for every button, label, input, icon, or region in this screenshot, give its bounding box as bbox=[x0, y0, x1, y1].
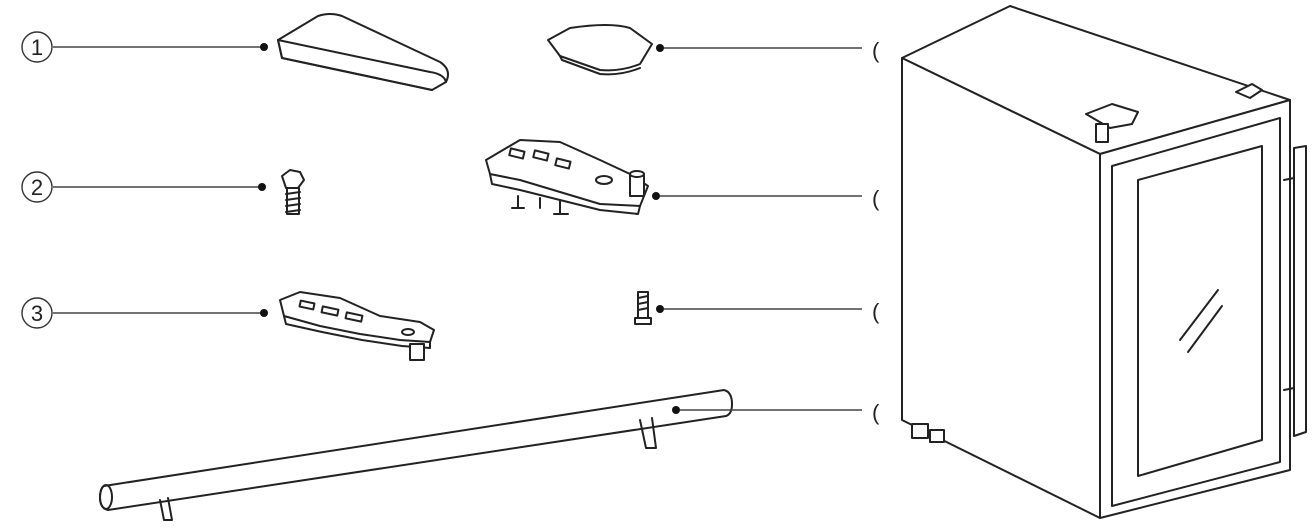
top-cap-callout: ( bbox=[872, 38, 880, 63]
door-handle-part: ( bbox=[99, 389, 880, 521]
callout-2-dot bbox=[258, 183, 266, 191]
top-hinge-cover-part bbox=[277, 13, 449, 91]
callout-3: 3 bbox=[21, 297, 268, 329]
top-cap-part: ( bbox=[547, 24, 880, 76]
middle-hinge-callout: ( bbox=[872, 186, 880, 211]
middle-hinge-dot bbox=[652, 192, 660, 200]
callout-3-dot bbox=[260, 309, 268, 317]
bottom-hinge-bracket-part bbox=[279, 291, 435, 361]
callout-1-number: 1 bbox=[31, 35, 43, 60]
middle-hinge-part: ( bbox=[485, 139, 880, 215]
small-screw-part: ( bbox=[634, 291, 880, 325]
callout-1-circle bbox=[21, 31, 53, 63]
callout-1: 1 bbox=[21, 31, 268, 63]
callout-1-dot bbox=[260, 43, 268, 51]
door-handle-dot bbox=[672, 406, 680, 414]
callout-2-circle bbox=[21, 171, 53, 203]
small-screw-callout: ( bbox=[872, 299, 880, 324]
small-screw-dot bbox=[656, 305, 664, 313]
hinge-screw-part bbox=[281, 169, 305, 215]
wine-cooler-illustration bbox=[901, 5, 1307, 519]
top-cap-dot bbox=[656, 44, 664, 52]
callout-2-number: 2 bbox=[31, 175, 43, 200]
callout-3-number: 3 bbox=[31, 301, 43, 326]
callout-2: 2 bbox=[21, 171, 266, 203]
door-handle-callout: ( bbox=[872, 400, 880, 425]
callout-3-circle bbox=[21, 297, 53, 329]
